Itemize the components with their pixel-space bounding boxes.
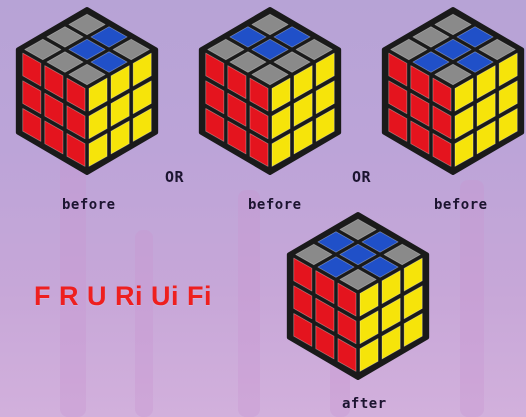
algorithm-text: F R U Ri Ui Fi [34, 281, 212, 312]
before-label-2: before [248, 197, 302, 213]
before-label-1: before [62, 197, 116, 213]
or-label-1: OR [165, 168, 184, 186]
cube-before-1 [12, 6, 162, 176]
cube-drawing [12, 6, 162, 176]
cube-before-3 [378, 6, 526, 176]
cube-after [283, 211, 433, 381]
cube-drawing [378, 6, 526, 176]
background-tree [238, 190, 260, 417]
background-tree [460, 180, 484, 417]
or-label-2: OR [352, 168, 371, 186]
before-label-3: before [434, 197, 488, 213]
cube-drawing [283, 211, 433, 381]
background-tree [135, 230, 153, 417]
cube-before-2 [195, 6, 345, 176]
after-label: after [342, 396, 387, 412]
cube-drawing [195, 6, 345, 176]
